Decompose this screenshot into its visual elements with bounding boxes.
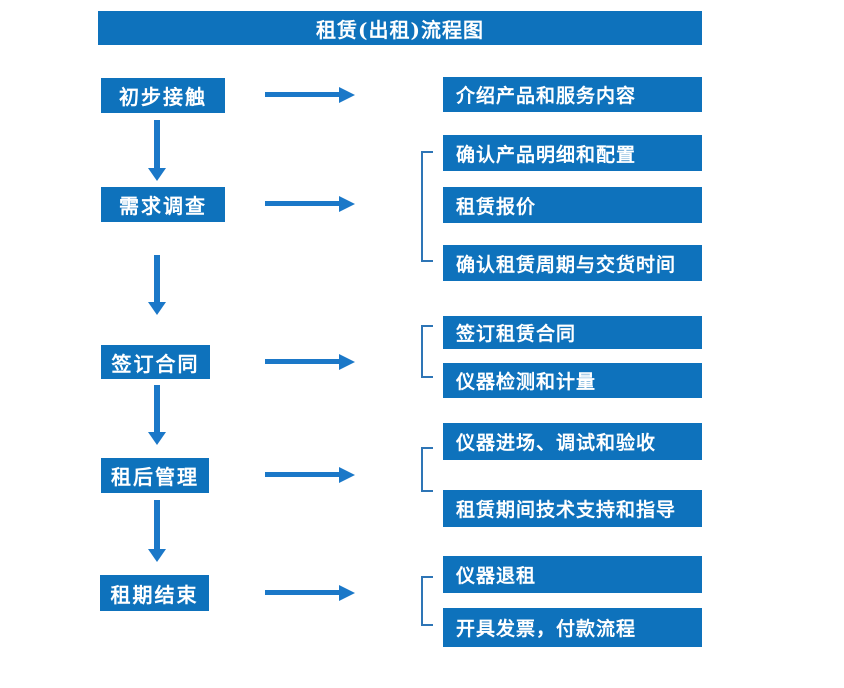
arrow-head-icon [339,585,355,601]
down-arrow-2 [148,255,166,315]
arrow-head-icon [339,354,355,370]
down-arrow-3 [148,385,166,445]
down-arrow-4 [148,500,166,562]
right-arrow-3 [265,354,355,370]
group-bracket-3 [421,325,433,378]
arrow-head-icon [339,467,355,483]
item-box-instrument-setup: 仪器进场、调试和验收 [443,423,702,460]
item-box-rental-quote: 租赁报价 [443,187,702,223]
right-arrow-5 [265,585,355,601]
step-box-rental-end: 租期结束 [100,575,209,611]
item-box-instrument-return: 仪器退租 [443,556,702,593]
item-box-confirm-details: 确认产品明细和配置 [443,135,702,171]
step-box-initial-contact: 初步接触 [101,78,225,113]
arrow-head-icon [339,87,355,103]
step-box-sign-contract: 签订合同 [101,345,210,379]
group-bracket-2 [421,151,433,262]
step-box-post-rental-mgmt: 租后管理 [101,458,209,493]
item-box-introduce-products: 介绍产品和服务内容 [443,77,702,112]
group-bracket-5 [421,576,433,626]
down-arrow-1 [148,120,166,181]
right-arrow-2 [265,196,355,212]
item-box-invoice-payment: 开具发票，付款流程 [443,608,702,647]
arrow-head-icon [148,549,166,562]
item-box-confirm-period: 确认租赁周期与交货时间 [443,245,702,281]
arrow-head-icon [148,302,166,315]
step-box-demand-survey: 需求调查 [101,187,225,222]
right-arrow-4 [265,467,355,483]
arrow-head-icon [339,196,355,212]
arrow-head-icon [148,432,166,445]
group-bracket-4 [421,447,433,492]
arrow-head-icon [148,168,166,181]
item-box-sign-rental-contract: 签订租赁合同 [443,316,702,349]
diagram-title: 租赁(出租)流程图 [98,11,702,45]
right-arrow-1 [265,87,355,103]
item-box-tech-support: 租赁期间技术支持和指导 [443,490,702,527]
item-box-instrument-testing: 仪器检测和计量 [443,363,702,398]
